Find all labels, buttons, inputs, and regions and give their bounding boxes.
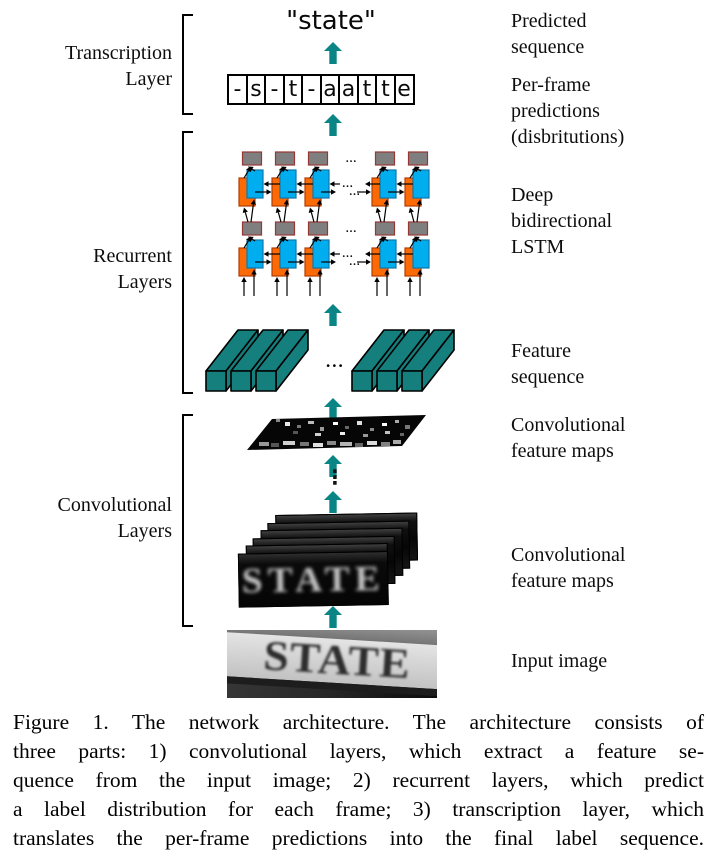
label-line: Transcription	[64, 42, 172, 64]
label-line: LSTM	[511, 236, 565, 258]
conv-feature-map-sheet	[247, 415, 426, 450]
feature-sequence-bars: ...	[205, 329, 455, 392]
up-arrow-icon	[324, 455, 342, 477]
caption-line: translates the per-frame predictions int…	[13, 826, 704, 850]
up-arrow-icon	[324, 398, 342, 420]
ellipsis: ...	[342, 178, 353, 190]
figure-caption: Figure 1. The network architecture. The …	[13, 708, 704, 853]
ellipsis: ...	[349, 256, 360, 268]
frame-char: e	[393, 74, 415, 105]
caption-line: Figure 1. The network architecture. The …	[13, 710, 704, 734]
label-line: Feature	[511, 340, 571, 362]
label-convolutional-layers: Convolutional Layers	[22, 492, 172, 544]
label-deep-bidirectional-lstm: Deep bidirectional LSTM	[511, 182, 711, 260]
input-image: STATE	[227, 630, 437, 698]
caption-line: three parts: 1) convolutional layers, wh…	[13, 739, 704, 763]
caption-line: a label distribution for each frame; 3) …	[13, 797, 704, 821]
ellipsis: ...	[326, 352, 345, 371]
bracket-convolutional	[182, 414, 193, 627]
label-per-frame-predictions: Per-frame predictions (disbritutions)	[511, 72, 711, 150]
label-transcription-layer: Transcription Layer	[22, 40, 172, 92]
caption-line: quence from the input image; 2) recurren…	[13, 768, 704, 792]
label-line: Deep	[511, 184, 554, 206]
conv-feature-map-stack: STATE	[237, 512, 429, 608]
up-arrow-icon	[324, 304, 342, 326]
ellipsis: ...	[346, 153, 357, 165]
vertical-ellipsis: ⋮	[325, 465, 345, 489]
label-line: Predicted	[511, 10, 587, 32]
label-line: Per-frame	[511, 74, 591, 96]
label-line: Layers	[117, 271, 172, 293]
label-line: Recurrent	[93, 245, 172, 267]
label-line: sequence	[511, 36, 585, 58]
label-line: Convolutional	[511, 544, 626, 566]
conv-map-word: STATE	[241, 558, 386, 601]
label-predicted-sequence: Predicted sequence	[511, 8, 711, 60]
up-arrow-icon	[324, 42, 342, 64]
label-line: Layer	[125, 68, 172, 90]
per-frame-prediction-boxes: - s - t - a a t t e	[227, 74, 415, 105]
frame-char: t	[282, 74, 304, 105]
predicted-sequence-text: "state"	[286, 6, 376, 36]
label-line: Input image	[511, 650, 608, 672]
noise-speckles	[259, 419, 410, 447]
label-input-image: Input image	[511, 648, 711, 674]
ellipsis: ...	[346, 223, 357, 235]
stack-layer-front: STATE	[237, 551, 389, 608]
frame-char: a	[338, 74, 359, 105]
photo-sign-band: STATE	[227, 631, 437, 698]
label-line: sequence	[511, 366, 585, 388]
label-line: Convolutional	[511, 414, 626, 436]
label-line: Layers	[117, 520, 172, 542]
label-line: bidirectional	[511, 210, 613, 232]
bracket-recurrent	[182, 131, 193, 394]
up-arrow-icon	[324, 606, 342, 628]
label-line: Convolutional	[57, 494, 172, 516]
label-line: (disbritutions)	[511, 126, 625, 148]
label-recurrent-layers: Recurrent Layers	[22, 243, 172, 295]
up-arrow-icon	[324, 114, 342, 136]
ellipsis: ...	[349, 186, 360, 198]
label-feature-sequence: Feature sequence	[511, 338, 711, 390]
bracket-transcription	[182, 14, 193, 115]
label-conv-feature-maps-bottom: Convolutional feature maps	[511, 542, 711, 594]
up-arrow-icon	[324, 491, 342, 513]
ellipsis: ...	[342, 248, 353, 260]
label-line: predictions	[511, 100, 600, 122]
label-conv-feature-maps-top: Convolutional feature maps	[511, 412, 711, 464]
bidirectional-lstm-diagram: ... ... ... ... ... ...	[238, 151, 430, 296]
frame-char: a	[319, 74, 341, 105]
label-line: feature maps	[511, 570, 614, 592]
label-line: feature maps	[511, 440, 614, 462]
